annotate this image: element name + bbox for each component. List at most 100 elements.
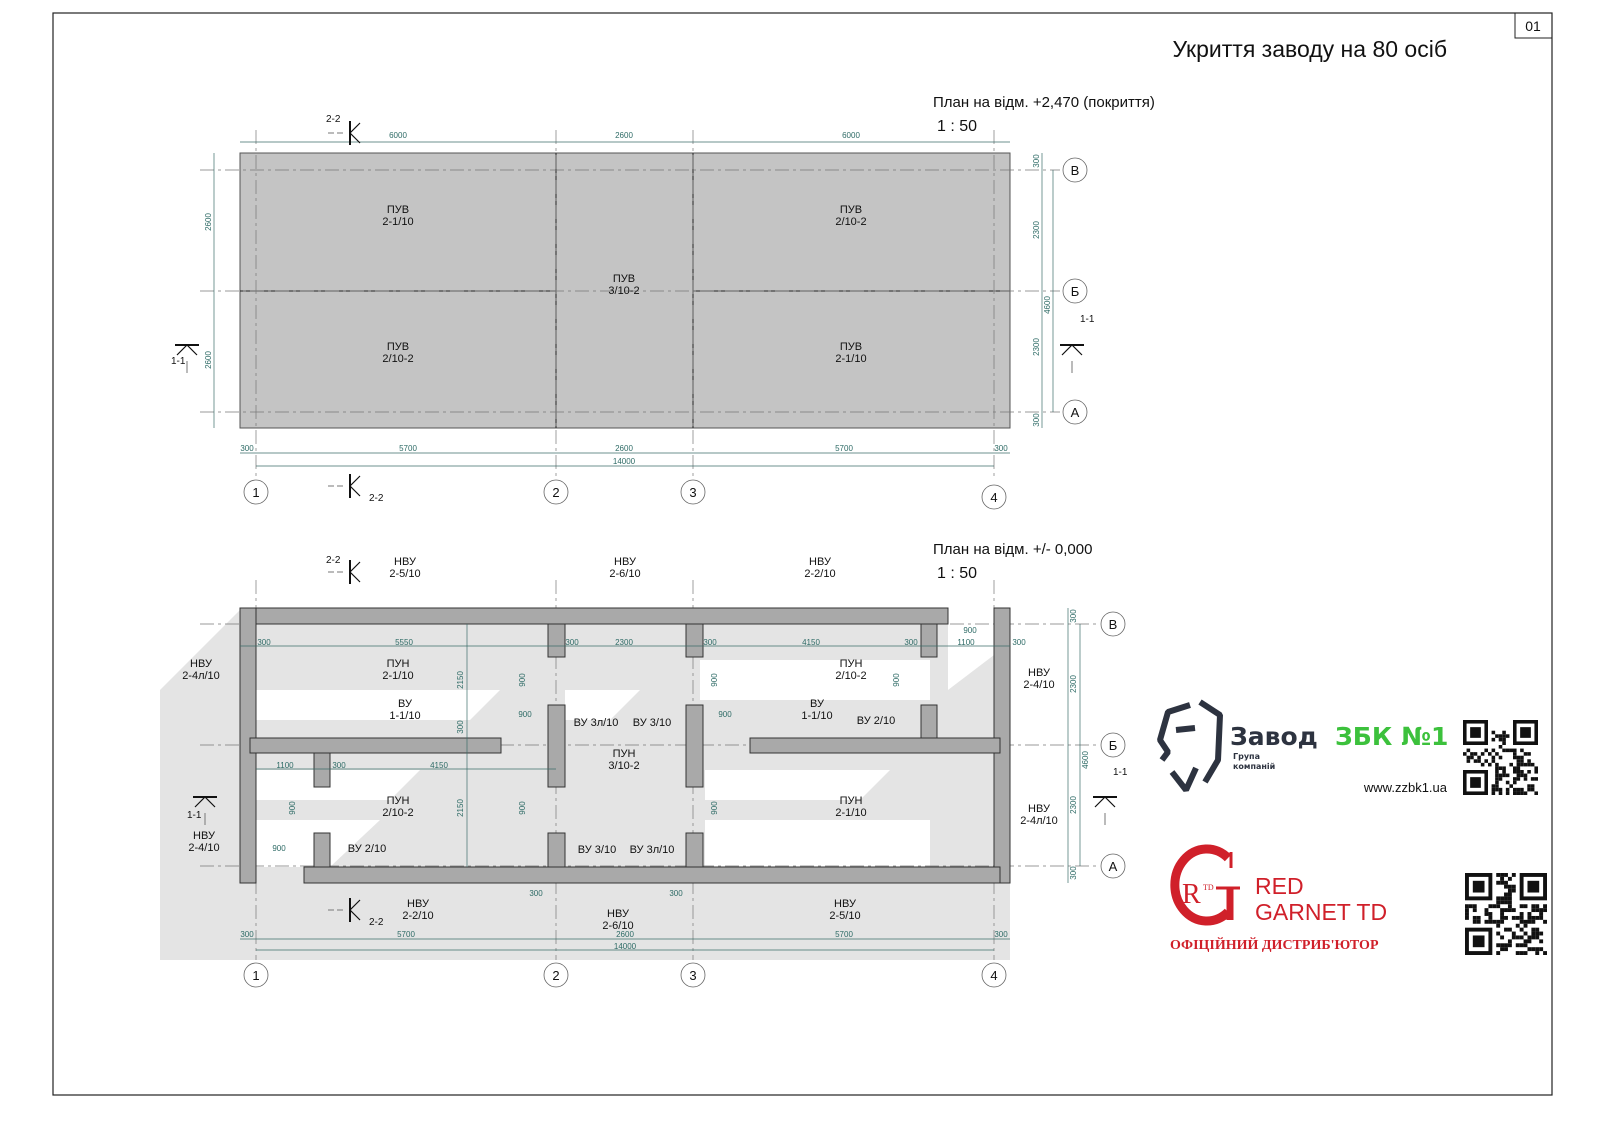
section-marker-icon: 1-1 [187, 796, 217, 825]
section-label: 2-2 [369, 493, 384, 504]
dimension-label: 14000 [614, 942, 637, 951]
section-label: 1-1 [1080, 314, 1095, 325]
qr-code-zbk[interactable] [1463, 720, 1538, 795]
dimension-label: 2150 [456, 671, 465, 689]
grid-axis-marker: 3 [680, 962, 706, 988]
pier [920, 704, 938, 739]
dimension-label: 2150 [456, 799, 465, 817]
grid-axis-marker: 3 [680, 479, 706, 505]
wall-middle-right [749, 737, 1001, 754]
logo-monogram-r: R [1182, 879, 1201, 910]
element-label: ВУ 3л/10 [574, 717, 619, 729]
section-label: 2-2 [326, 555, 341, 566]
wall-bottom [303, 866, 1001, 884]
dimension-label: 300 [703, 638, 717, 647]
dimension-label: 300 [994, 930, 1008, 939]
dimension-label: 4600 [1043, 296, 1052, 314]
grid-axis-label: 4 [990, 968, 997, 983]
dimension-label: 900 [963, 626, 977, 635]
dimension-label: 300 [1032, 154, 1041, 168]
grid-axis-label: 1 [252, 968, 259, 983]
dimension-label: 5550 [395, 638, 413, 647]
dimension-label: 2300 [1069, 796, 1078, 814]
section-marker-icon: 1-1 [1093, 767, 1128, 825]
dimension-label: 300 [1069, 609, 1078, 623]
roof-plan-title: План на відм. +2,470 (покриття) [933, 94, 1155, 111]
dimension-label: 900 [892, 673, 901, 687]
grid-axis-label: 4 [990, 490, 997, 505]
sheet-number-box [1514, 12, 1553, 39]
grid-axis-marker: 1 [243, 962, 269, 988]
roof-plan: План на відм. +2,470 (покриття) 1 : 50 П… [171, 94, 1155, 510]
logo-monogram-td: TD [1203, 883, 1214, 892]
section-label: 2-2 [326, 114, 341, 125]
grid-axis-marker: А [1062, 399, 1088, 425]
pier [685, 832, 704, 868]
dimension-label: 2600 [204, 213, 213, 231]
dimension-label: 2300 [1069, 675, 1078, 693]
dimension-label: 4150 [802, 638, 820, 647]
zbk-url[interactable]: www.zzbk1.ua [1363, 780, 1448, 795]
dimension-label: 300 [240, 930, 254, 939]
dimension-label: 900 [718, 710, 732, 719]
dimension-label: 2600 [615, 131, 633, 140]
dimension-label: 900 [710, 801, 719, 815]
floor-plan: План на відм. +/- 0,000 1 : 50 [160, 541, 1128, 988]
section-label: 1-1 [1113, 767, 1128, 778]
dimension-label: 300 [240, 444, 254, 453]
dimension-label: 2600 [616, 930, 634, 939]
dimension-label: 1100 [957, 638, 975, 647]
zbk-sub1: Група [1233, 752, 1260, 761]
grid-axis-marker: 4 [981, 962, 1007, 988]
section-marker-icon: 1-1 [171, 344, 199, 373]
pier [547, 623, 566, 658]
zbk-sub2: компаній [1233, 761, 1275, 771]
head-silhouette-icon [1157, 699, 1223, 792]
redgarnet-line1: RED [1255, 873, 1304, 899]
dimension-label: 2300 [615, 638, 633, 647]
grid-axis-marker: 1 [243, 479, 269, 505]
qr-code-redgarnet[interactable] [1465, 873, 1547, 955]
redgarnet-tagline: ОФІЦІЙНИЙ ДИСТРИБ'ЮТОР [1170, 936, 1379, 953]
element-label: ВУ 2/10 [857, 715, 895, 727]
dimension-label: 900 [288, 801, 297, 815]
element-label: ВУ 3/10 [578, 844, 616, 856]
dimension-label: 300 [565, 638, 579, 647]
zbk-word1: Завод [1230, 722, 1318, 751]
dimension-label: 2600 [204, 351, 213, 369]
element-label: ВУ 3л/10 [630, 844, 675, 856]
floor-plan-title: План на відм. +/- 0,000 [933, 541, 1092, 558]
pier [685, 704, 704, 788]
floor-plan-scale: 1 : 50 [937, 565, 977, 582]
pier [547, 704, 566, 788]
section-marker-icon: 2-2 [328, 898, 384, 928]
dimension-label: 900 [518, 710, 532, 719]
zbk-word2: ЗБК №1 [1335, 722, 1448, 751]
dimension-label: 5700 [397, 930, 415, 939]
section-label: 2-2 [369, 917, 384, 928]
dimension-label: 300 [904, 638, 918, 647]
grid-axis-label: 3 [689, 485, 696, 500]
dimension-label: 2300 [1032, 221, 1041, 239]
sheet-number: 01 [1525, 18, 1541, 34]
dimension-label: 2600 [615, 444, 633, 453]
grid-axis-marker: 4 [981, 484, 1007, 510]
grid-axis-marker: В [1062, 157, 1088, 183]
section-marker-icon: 2-2 [328, 474, 384, 504]
dimension-label: 300 [1032, 413, 1041, 427]
grid-axis-marker: Б [1100, 732, 1126, 758]
pier [685, 623, 704, 658]
